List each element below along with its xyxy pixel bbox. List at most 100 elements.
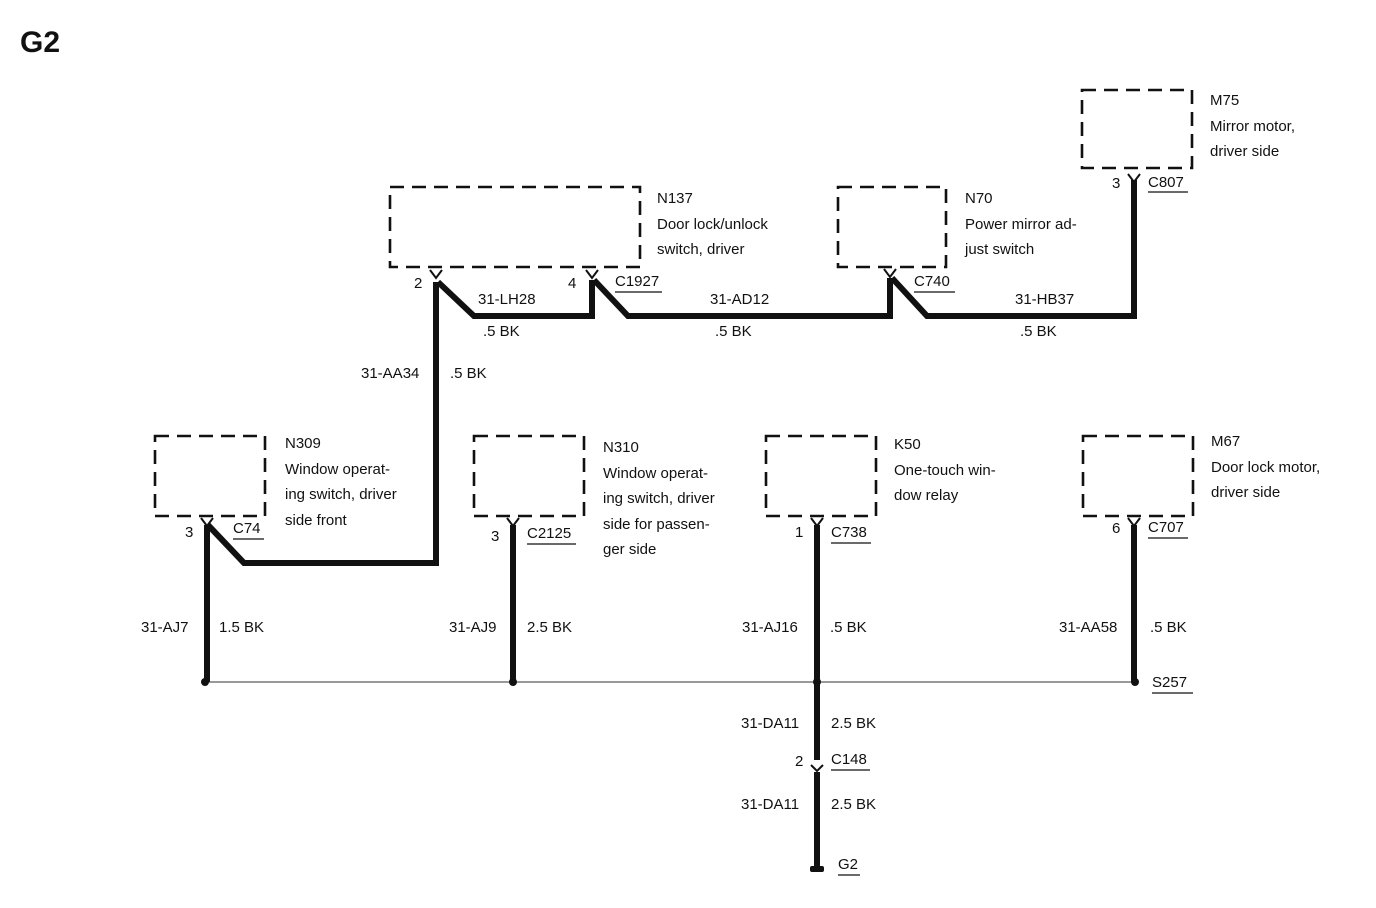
- svg-text:just switch: just switch: [964, 241, 1034, 258]
- wire-spec: .5 BK: [450, 365, 487, 382]
- wire-spec: .5 BK: [1150, 619, 1187, 636]
- connector-c738: C738: [831, 524, 871, 544]
- svg-text:G2: G2: [838, 856, 858, 873]
- pin-marker-icon: [506, 517, 520, 528]
- svg-text:side front: side front: [285, 512, 348, 529]
- component-m67-label: M67 Door lock motor, driver side: [1211, 433, 1320, 501]
- pin-marker-icon: [429, 269, 443, 280]
- pin-number: 2: [795, 753, 803, 770]
- connector-s257: S257: [1152, 674, 1193, 694]
- wire-id: 31-LH28: [478, 291, 536, 308]
- wire-spec: 2.5 BK: [831, 796, 876, 813]
- connector-c707: C707: [1148, 519, 1188, 539]
- wire-spec: .5 BK: [830, 619, 867, 636]
- pin-number: 3: [1112, 175, 1120, 192]
- component-n310-label: N310 Window operat- ing switch, driver s…: [603, 439, 715, 558]
- svg-text:N310: N310: [603, 439, 639, 456]
- svg-text:C740: C740: [914, 273, 950, 290]
- pin-number: 3: [491, 528, 499, 545]
- splice-dot: [201, 678, 209, 686]
- wire-31-lh28: [435, 279, 595, 319]
- wire-spec: 2.5 BK: [527, 619, 572, 636]
- svg-text:C1927: C1927: [615, 273, 659, 290]
- component-m67-box: [1081, 434, 1195, 518]
- svg-text:N137: N137: [657, 190, 693, 207]
- ground-icon: [810, 866, 824, 872]
- svg-text:Power mirror ad-: Power mirror ad-: [965, 216, 1077, 233]
- wire-id: 31-HB37: [1015, 291, 1074, 308]
- connector-c74: C74: [233, 520, 264, 540]
- svg-text:Window operat-: Window operat-: [285, 461, 390, 478]
- wire-spec: .5 BK: [1020, 323, 1057, 340]
- pin-marker-icon: [883, 268, 897, 279]
- component-n70-label: N70 Power mirror ad- just switch: [964, 190, 1077, 258]
- splice-dot: [509, 678, 517, 686]
- wire-id: 31-AJ9: [449, 619, 497, 636]
- svg-text:C148: C148: [831, 751, 867, 768]
- pin-number: 6: [1112, 520, 1120, 537]
- pin-number: 3: [185, 524, 193, 541]
- wire-spec: .5 BK: [483, 323, 520, 340]
- pin-number: 2: [414, 275, 422, 292]
- connector-c2125: C2125: [527, 525, 576, 545]
- component-k50-label: K50 One-touch win- dow relay: [894, 436, 996, 504]
- svg-text:C707: C707: [1148, 519, 1184, 536]
- component-m75-label: M75 Mirror motor, driver side: [1210, 92, 1295, 160]
- pin-number: 1: [795, 524, 803, 541]
- connector-c1927: C1927: [615, 273, 662, 293]
- wire-id: 31-AJ7: [141, 619, 189, 636]
- svg-text:ing switch, driver: ing switch, driver: [603, 490, 715, 507]
- svg-text:Door lock/unlock: Door lock/unlock: [657, 216, 768, 233]
- svg-text:C738: C738: [831, 524, 867, 541]
- svg-text:N309: N309: [285, 435, 321, 452]
- svg-text:driver side: driver side: [1211, 484, 1280, 501]
- svg-text:ger side: ger side: [603, 541, 656, 558]
- component-n309-box: [153, 434, 267, 518]
- svg-text:C807: C807: [1148, 174, 1184, 191]
- component-n137-box: [388, 185, 642, 269]
- svg-text:K50: K50: [894, 436, 921, 453]
- svg-text:S257: S257: [1152, 674, 1187, 691]
- pin-number: 4: [568, 275, 576, 292]
- wire-31-ad12: [591, 277, 893, 319]
- wire-spec: 2.5 BK: [831, 715, 876, 732]
- page-title: G2: [20, 26, 60, 59]
- wire-id: 31-AA34: [361, 365, 419, 382]
- component-m75-box: [1080, 88, 1194, 170]
- component-n70-box: [836, 185, 948, 269]
- component-k50-box: [764, 434, 878, 518]
- svg-text:Mirror motor,: Mirror motor,: [1210, 118, 1295, 135]
- connector-c807: C807: [1148, 174, 1188, 193]
- pin-marker-icon: [810, 764, 824, 773]
- svg-text:dow relay: dow relay: [894, 487, 959, 504]
- wire-31-aa34: [205, 282, 439, 566]
- svg-text:C2125: C2125: [527, 525, 571, 542]
- wire-id: 31-AA58: [1059, 619, 1117, 636]
- svg-text:side for passen-: side for passen-: [603, 516, 710, 533]
- wire-spec: 1.5 BK: [219, 619, 264, 636]
- svg-text:Door lock motor,: Door lock motor,: [1211, 459, 1320, 476]
- svg-text:driver side: driver side: [1210, 143, 1279, 160]
- connector-c148: C148: [831, 751, 870, 771]
- svg-text:switch, driver: switch, driver: [657, 241, 745, 258]
- pin-marker-icon: [200, 517, 214, 528]
- wire-id: 31-DA11: [741, 796, 799, 813]
- wire-id: 31-DA11: [741, 715, 799, 732]
- component-n137-label: N137 Door lock/unlock switch, driver: [657, 190, 768, 258]
- svg-text:M75: M75: [1210, 92, 1239, 109]
- svg-text:N70: N70: [965, 190, 993, 207]
- wire-spec: .5 BK: [715, 323, 752, 340]
- wire-31-hb37: [889, 180, 1137, 319]
- svg-text:Window operat-: Window operat-: [603, 465, 708, 482]
- wire-id: 31-AJ16: [742, 619, 798, 636]
- component-n309-label: N309 Window operat- ing switch, driver s…: [285, 435, 397, 529]
- svg-text:One-touch win-: One-touch win-: [894, 462, 996, 479]
- svg-text:C74: C74: [233, 520, 261, 537]
- connector-c740: C740: [914, 273, 955, 293]
- svg-text:M67: M67: [1211, 433, 1240, 450]
- pin-marker-icon: [585, 269, 599, 280]
- splice-dot: [1131, 678, 1139, 686]
- wire-id: 31-AD12: [710, 291, 769, 308]
- pin-marker-icon: [810, 517, 824, 528]
